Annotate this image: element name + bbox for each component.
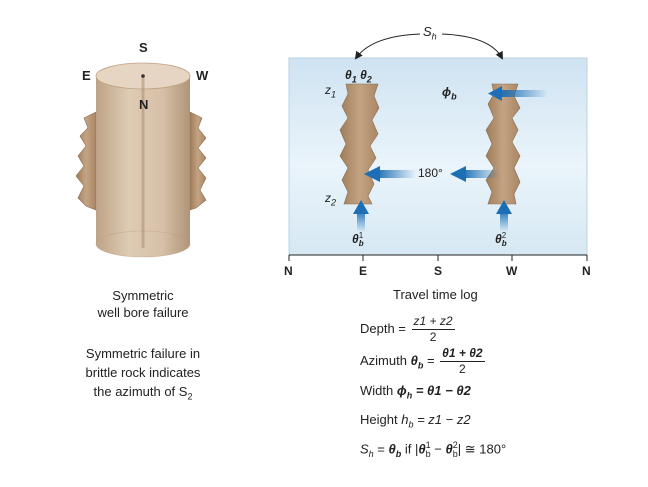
z1-label: z1 [325,83,337,100]
arrow-theta-b1 [353,200,369,232]
sh-label: Sh [423,24,437,42]
borehole-caption: Symmetric well bore failure [72,287,214,321]
azimuth-note: Symmetric failure in brittle rock indica… [62,344,224,407]
tick-n-right: N [582,264,591,278]
compass-e: E [82,68,91,83]
azimuth-note-line2: brittle rock indicates [85,365,201,380]
theta1-theta2-label: θ1 θ2 [345,68,372,85]
arrow-theta-b2 [496,200,512,232]
borehole-caption-line1: Symmetric [112,288,174,303]
tick-n-left: N [284,264,293,278]
breakout-left [75,111,97,211]
formula-sh-condition: Sh = θb if |θ1b − θ2b| ≅ 180° [360,440,507,459]
arrow-left-trace [364,166,416,182]
arrow-phi [488,86,548,101]
log-axis-ticks [288,255,588,261]
sh-arc-left [354,33,421,60]
borehole-center-dot [141,74,145,78]
tick-s: S [434,264,443,278]
log-axis-title: Travel time log [393,287,478,302]
azimuth-note-line3: the azimuth of S2 [93,384,193,402]
z2-label: z2 [325,191,337,208]
arrow-180 [450,166,500,182]
formula-width: Width ϕh = θ1 − θ2 [360,383,471,401]
compass-n: N [139,97,149,112]
formula-height: Height hb = z1 − z2 [360,412,471,430]
breakout-right [189,111,207,211]
phi-b-label: ϕb [442,85,457,102]
tick-w: W [506,264,518,278]
sh-arc-right [441,33,503,60]
compass-s: S [139,40,148,55]
compass-w: W [196,68,209,83]
tick-e: E [359,264,368,278]
azimuth-note-line1: Symmetric failure in [85,346,201,361]
borehole-caption-line2: well bore failure [97,305,189,320]
angle-180-label: 180° [418,166,443,180]
